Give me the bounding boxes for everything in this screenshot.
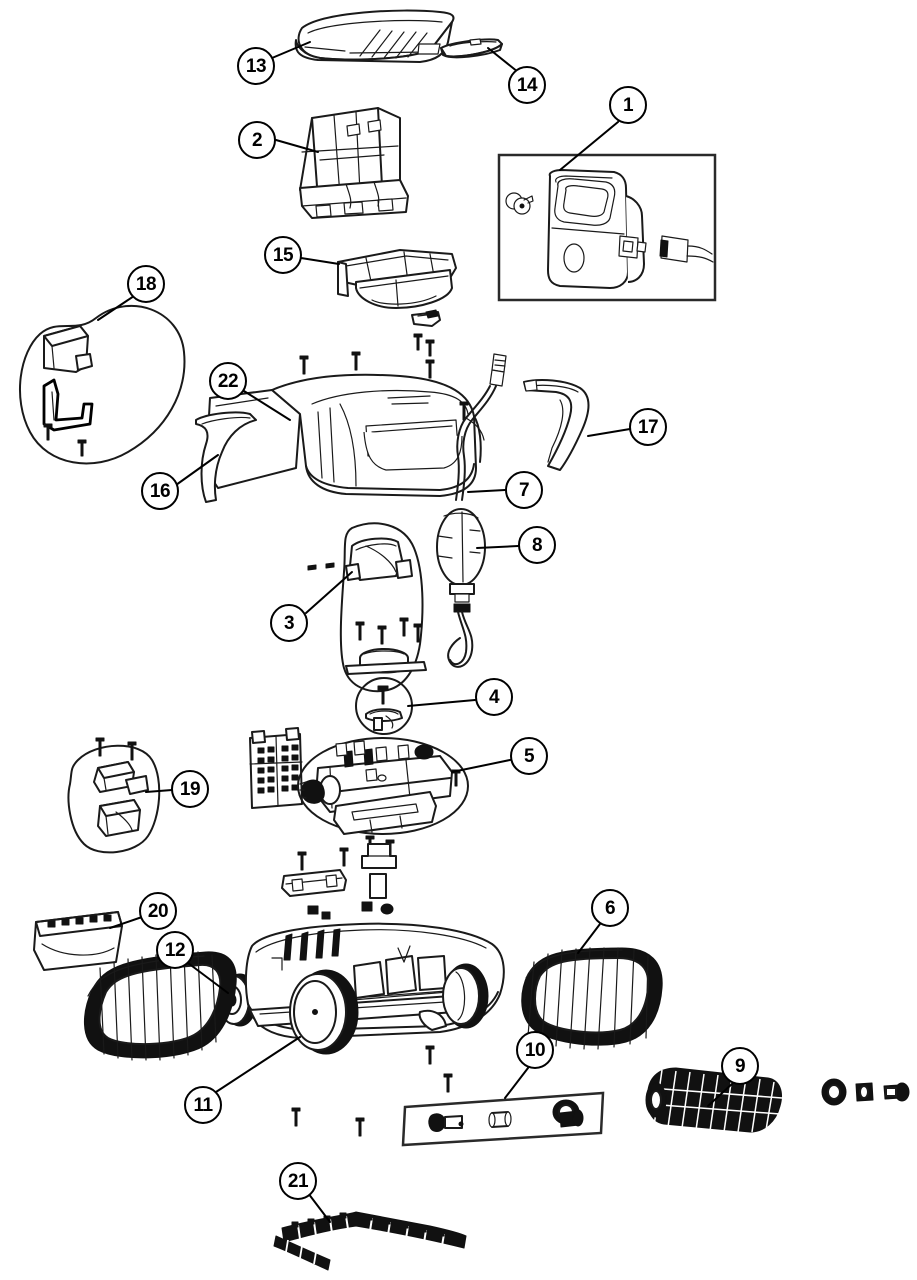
leader-line-12 (187, 962, 229, 994)
leader-line-11 (215, 1036, 301, 1093)
leader-line-21 (307, 1192, 331, 1223)
part-bristle-brush-roller (645, 1067, 910, 1133)
leader-line-15 (300, 257, 340, 265)
lock-icon-art (505, 192, 534, 215)
part-power-cable (455, 353, 507, 501)
callout-20[interactable]: 20 (139, 892, 177, 930)
part-lid-latch-cover (440, 38, 503, 59)
callout-15[interactable]: 15 (264, 236, 302, 274)
part-main-chassis (244, 922, 505, 1039)
part-impeller-screw (355, 677, 413, 735)
leader-line-14 (487, 47, 519, 73)
callout-6[interactable]: 6 (591, 889, 629, 927)
leader-line-22 (243, 390, 291, 421)
callout-3[interactable]: 3 (270, 604, 308, 642)
part-filter-grid (249, 727, 303, 809)
callout-18[interactable]: 18 (127, 265, 165, 303)
leader-line-1 (559, 121, 619, 171)
part-side-skirt-left (195, 411, 257, 503)
callout-4[interactable]: 4 (475, 678, 513, 716)
leader-line-8 (476, 545, 519, 549)
part-cable-float (436, 508, 486, 668)
leader-line-10 (504, 1067, 529, 1099)
leader-line-16 (175, 454, 219, 486)
leader-line-4 (407, 699, 476, 707)
callout-16[interactable]: 16 (141, 472, 179, 510)
leader-line-13 (271, 41, 311, 59)
leader-line-5 (451, 759, 511, 773)
inset-power-supply (497, 153, 717, 302)
callout-2[interactable]: 2 (238, 121, 276, 159)
part-bottom-grate (273, 1211, 467, 1271)
fastener-group-mid (281, 843, 397, 920)
callout-14[interactable]: 14 (508, 66, 546, 104)
part-drive-track-left (83, 951, 237, 1061)
part-filter-canister (299, 107, 409, 219)
callout-21[interactable]: 21 (279, 1162, 317, 1200)
callout-17[interactable]: 17 (629, 408, 667, 446)
callout-1[interactable]: 1 (609, 86, 647, 124)
callout-11[interactable]: 11 (184, 1086, 222, 1124)
callout-10[interactable]: 10 (516, 1031, 554, 1069)
part-drive-wheel-front (289, 969, 359, 1055)
leader-line-19 (145, 789, 173, 793)
callout-22[interactable]: 22 (209, 362, 247, 400)
fastener-group-upper (413, 333, 435, 357)
part-carry-handle (523, 379, 590, 471)
callout-12[interactable]: 12 (156, 931, 194, 969)
part-motor-block-assembly (297, 737, 469, 859)
leader-line-18 (97, 295, 135, 321)
callout-9[interactable]: 9 (721, 1047, 759, 1085)
inset-hardware-kit (291, 1045, 605, 1147)
part-bracket-kit-upper (19, 304, 186, 465)
callout-7[interactable]: 7 (505, 471, 543, 509)
leader-line-9 (707, 1082, 734, 1107)
leader-line-7 (467, 489, 506, 493)
part-squeegee-blade (33, 911, 123, 971)
leader-line-3 (305, 571, 353, 614)
leader-lines (97, 41, 734, 1223)
callout-8[interactable]: 8 (518, 526, 556, 564)
leader-line-6 (577, 923, 601, 954)
part-top-lid (294, 9, 455, 63)
part-handle-bracket (337, 249, 457, 327)
part-drive-track-right (521, 947, 663, 1050)
callout-5[interactable]: 5 (510, 737, 548, 775)
leader-line-17 (587, 428, 631, 437)
part-bracket-kit-lower (67, 737, 161, 854)
leader-line-20 (109, 916, 143, 929)
callout-19[interactable]: 19 (171, 770, 209, 808)
callout-13[interactable]: 13 (237, 47, 275, 85)
part-inner-chassis-panel (307, 522, 427, 693)
leader-line-2 (275, 139, 319, 153)
